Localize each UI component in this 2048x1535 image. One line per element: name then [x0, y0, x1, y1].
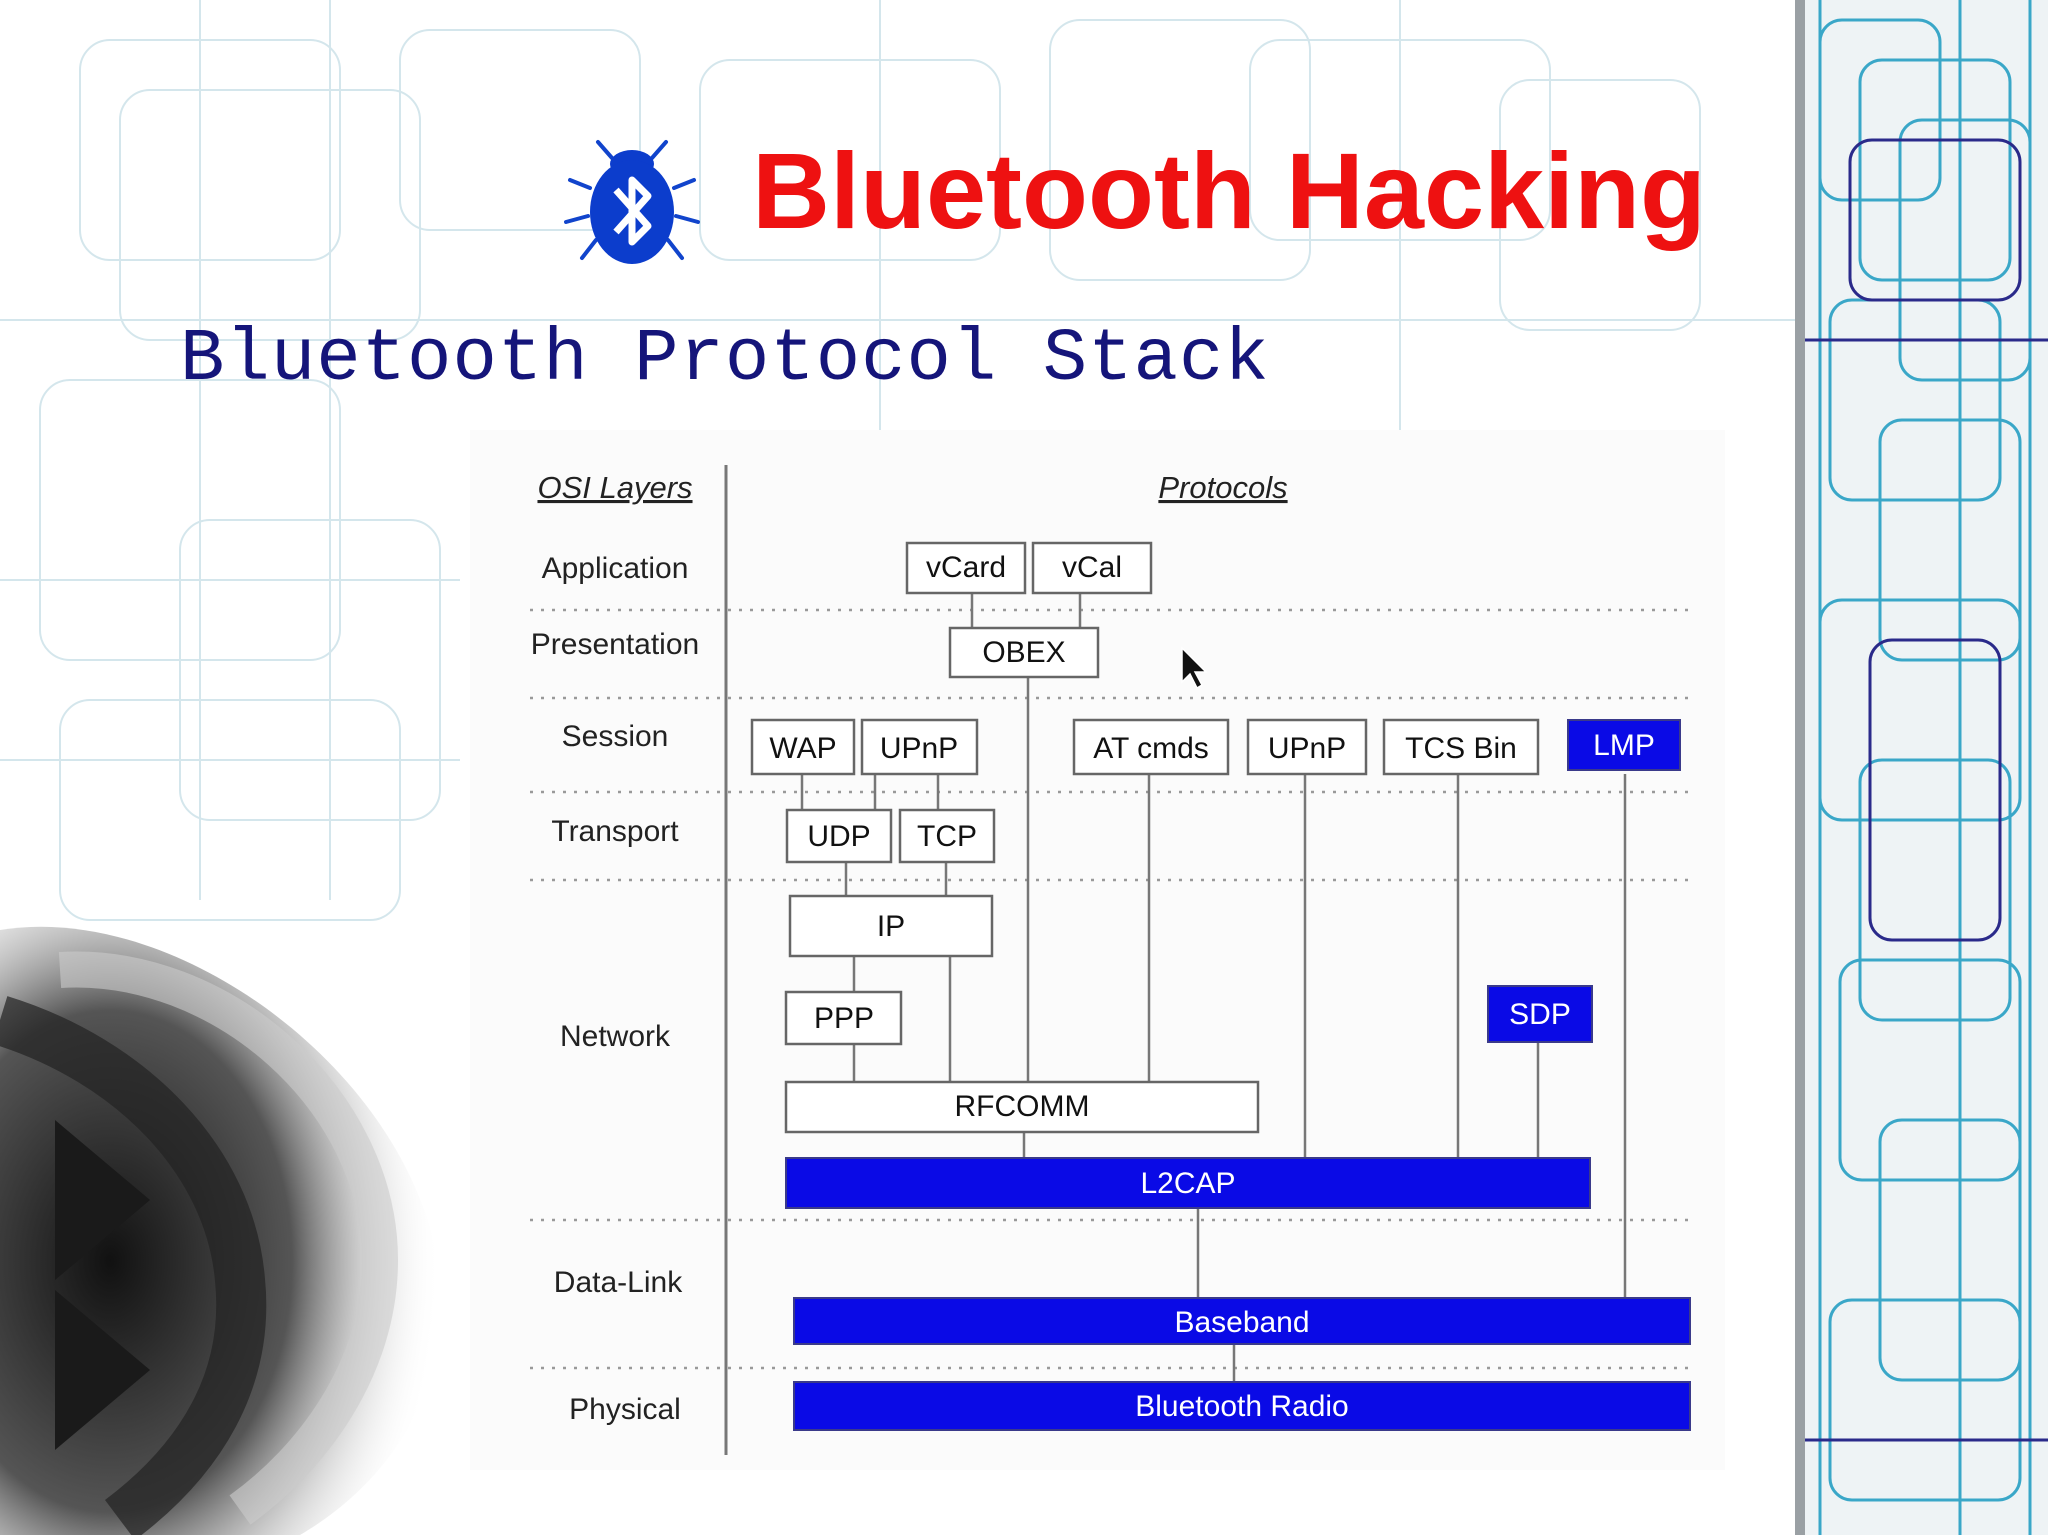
protocol-udp-box — [785, 808, 893, 864]
protocol-atcmds-box — [1072, 718, 1230, 776]
protocol-upnp1-box — [860, 718, 979, 776]
bluetooth-swirl-decoration — [0, 926, 441, 1535]
slide-subtitle: Bluetooth Protocol Stack — [180, 318, 1270, 402]
protocol-ip-box — [788, 894, 994, 958]
protocol-baseband: Baseband — [1174, 1306, 1309, 1339]
layer-transport: Transport — [551, 815, 679, 848]
protocol-obex-box — [948, 626, 1100, 679]
layer-presentation: Presentation — [531, 628, 699, 661]
layer-datalink: Data-Link — [554, 1266, 683, 1299]
protocol-ip: IP — [877, 910, 905, 943]
protocol-rfcomm-box — [784, 1080, 1260, 1134]
protocol-tcs-bin: TCS Bin — [1405, 732, 1517, 765]
bluetooth-bug-icon — [564, 140, 700, 264]
protocol-baseband-box — [793, 1297, 1691, 1345]
protocol-upnp-2: UPnP — [1268, 732, 1346, 765]
protocol-upnp-1: UPnP — [880, 732, 958, 765]
protocol-lmp: LMP — [1593, 729, 1655, 762]
header-protocols: Protocols — [1158, 470, 1287, 505]
protocol-obex: OBEX — [982, 636, 1065, 669]
layer-physical: Physical — [569, 1393, 681, 1426]
protocol-l2cap: L2CAP — [1140, 1167, 1235, 1200]
protocol-sdp: SDP — [1509, 998, 1571, 1031]
protocol-bluetooth-radio: Bluetooth Radio — [1135, 1390, 1349, 1423]
protocol-lmp-box — [1567, 719, 1681, 771]
protocol-tcsbin-box — [1382, 718, 1540, 776]
protocol-vcard-box — [905, 541, 1027, 595]
layer-session: Session — [562, 720, 669, 753]
protocol-stack-diagram: OSI Layers Protocols Application Present… — [470, 430, 1725, 1470]
protocol-l2cap-box — [785, 1157, 1591, 1209]
protocol-sdp-box — [1487, 985, 1593, 1043]
protocol-at-cmds: AT cmds — [1093, 732, 1209, 765]
protocol-upnp2-box — [1246, 718, 1368, 776]
protocol-radio-box — [793, 1381, 1691, 1431]
protocol-rfcomm: RFCOMM — [955, 1090, 1090, 1123]
protocol-wap: WAP — [769, 732, 836, 765]
header-osi-layers: OSI Layers — [537, 470, 692, 505]
protocol-vcard: vCard — [926, 551, 1006, 584]
diagram-background — [470, 430, 1725, 1470]
protocol-tcp-box — [898, 808, 996, 864]
protocol-vcal: vCal — [1062, 551, 1122, 584]
protocol-ppp-box — [784, 990, 903, 1046]
protocol-tcp: TCP — [917, 820, 977, 853]
layer-application: Application — [542, 552, 689, 585]
layer-separators — [530, 608, 1695, 1370]
protocol-udp: UDP — [807, 820, 870, 853]
slide-title: Bluetooth Hacking — [752, 130, 1707, 251]
layer-network: Network — [560, 1020, 671, 1053]
protocol-wap-box — [750, 718, 856, 776]
protocol-vcal-box — [1031, 541, 1153, 595]
connector-lines — [800, 593, 1627, 1382]
mouse-cursor-icon — [1181, 646, 1208, 690]
protocol-ppp: PPP — [814, 1002, 874, 1035]
